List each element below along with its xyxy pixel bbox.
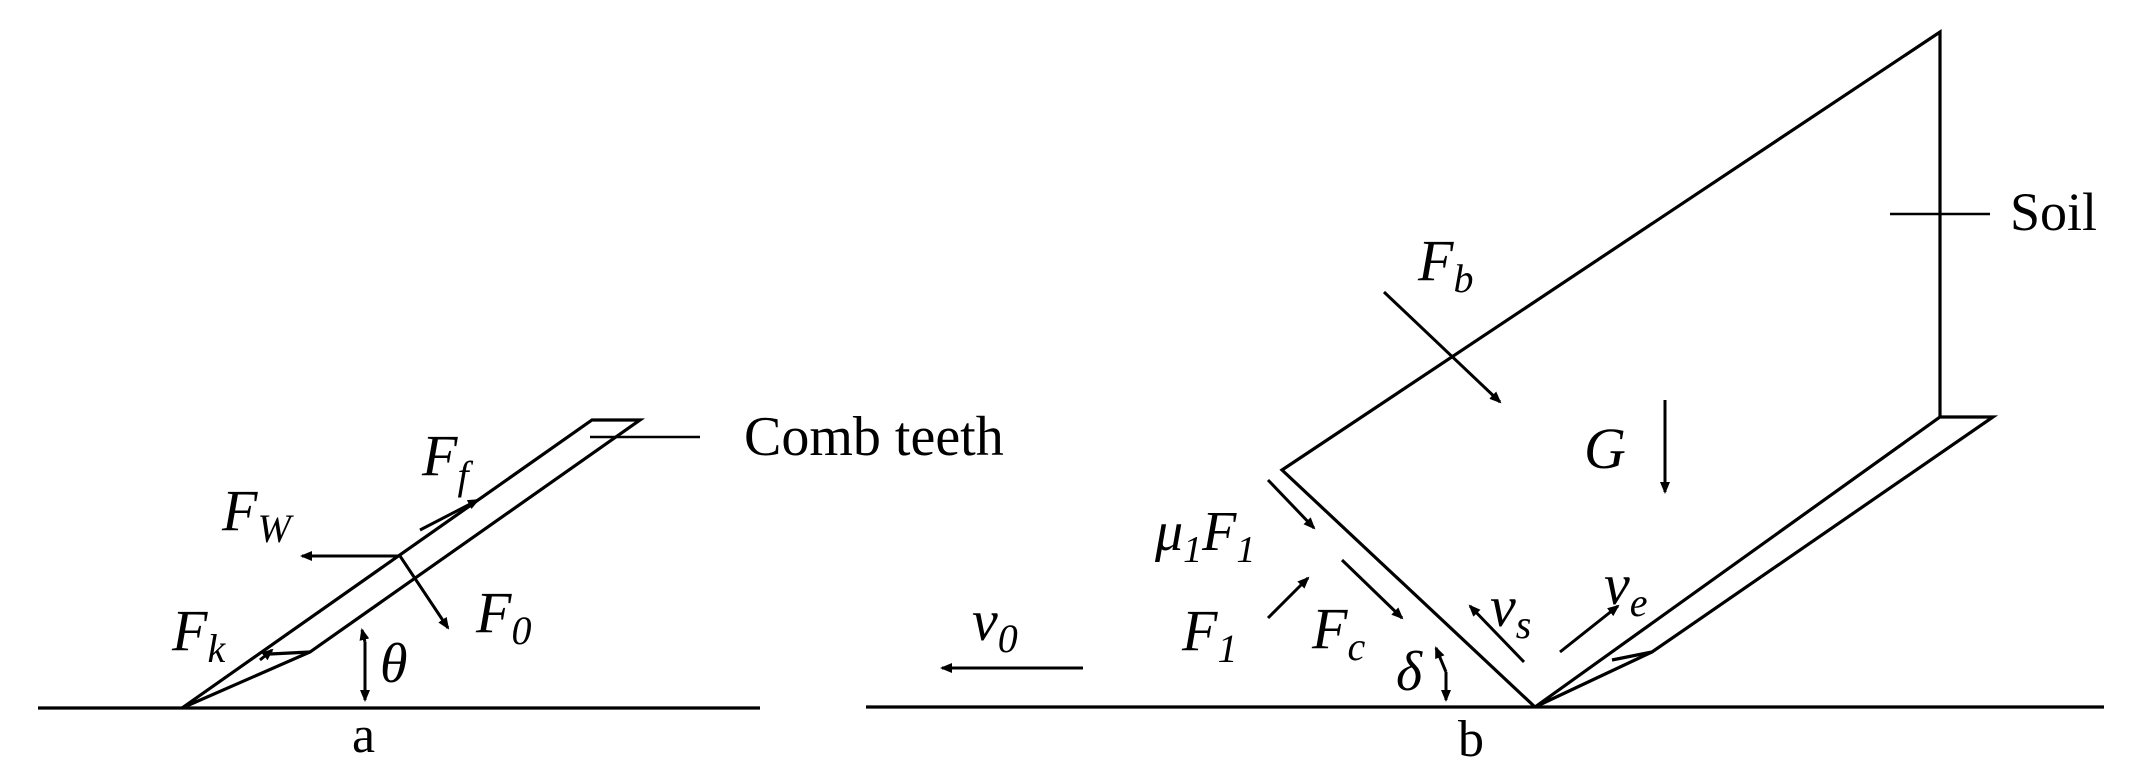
f1-label: F1 bbox=[1181, 598, 1237, 671]
fw-label: FW bbox=[221, 478, 294, 551]
f1-arrow bbox=[1266, 576, 1310, 620]
comb-tooth bbox=[181, 418, 646, 710]
ff-label: Ff bbox=[421, 423, 473, 498]
soil-body bbox=[1279, 29, 1942, 709]
mu-f1-label: μ1F1 bbox=[1154, 501, 1255, 571]
comb-tooth-inner-edge bbox=[269, 650, 311, 656]
fb-arrow bbox=[1382, 290, 1502, 404]
vs-label: vs bbox=[1490, 574, 1531, 647]
fk-arrow bbox=[259, 648, 274, 662]
comb-tooth-b bbox=[1534, 415, 1999, 709]
ve-arrow bbox=[1559, 604, 1620, 654]
v0-label: v0 bbox=[972, 588, 1018, 661]
vs-arrow bbox=[1468, 604, 1526, 664]
fc-label: Fc bbox=[1311, 596, 1365, 669]
f0-label: F0 bbox=[475, 580, 531, 653]
theta-label: θ bbox=[380, 633, 408, 695]
friction-line bbox=[1266, 478, 1316, 530]
f0-arrow bbox=[398, 555, 450, 630]
comb-tooth-b-edge bbox=[1611, 650, 1653, 662]
panel-a: Comb teeth Ff FW F0 Fk θ a bbox=[38, 406, 1004, 764]
caption-b: b bbox=[1458, 711, 1484, 768]
ve-label: ve bbox=[1604, 552, 1648, 625]
fc-arrow bbox=[1340, 558, 1404, 620]
comb-teeth-label: Comb teeth bbox=[744, 406, 1004, 468]
fk-label: Fk bbox=[171, 598, 226, 671]
caption-a: a bbox=[352, 707, 375, 764]
g-label: G bbox=[1584, 416, 1626, 481]
panel-b: Soil Fb G μ1F1 F1 Fc vs ve bbox=[866, 29, 2104, 768]
delta-label: δ bbox=[1396, 641, 1423, 703]
ff-arrow bbox=[419, 498, 480, 532]
soil-label: Soil bbox=[2010, 182, 2097, 242]
theta-arrow bbox=[359, 628, 370, 643]
delta-arrow bbox=[1434, 646, 1448, 673]
fb-label: Fb bbox=[1417, 228, 1473, 301]
